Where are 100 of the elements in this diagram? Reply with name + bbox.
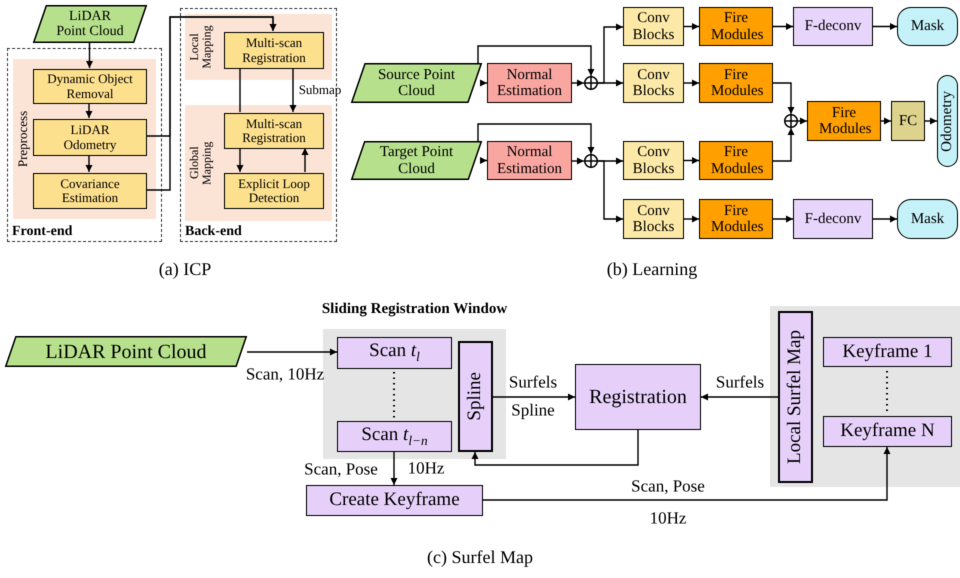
output-terminal — [937, 75, 958, 167]
dashed-group-frame — [7, 48, 162, 242]
process-box — [224, 173, 324, 209]
group-heading: Front-end — [12, 224, 72, 239]
node-label: LiDAR Point Cloud — [45, 340, 207, 362]
arrow — [701, 394, 778, 400]
process-box — [699, 63, 773, 103]
arrow — [390, 452, 398, 485]
group-band — [185, 105, 332, 221]
node-label: F-deconv — [804, 210, 862, 228]
process-box — [793, 7, 873, 46]
process-box — [778, 311, 813, 483]
node-label: Source Point Cloud — [376, 66, 456, 100]
node-label: Registration — [589, 386, 687, 408]
arrow — [881, 118, 891, 124]
group-band — [13, 59, 156, 219]
arrow — [480, 157, 487, 164]
arrow — [86, 43, 93, 68]
arrow — [773, 216, 793, 222]
node-label: Scan t$_{l−n}$ — [361, 424, 428, 448]
annotation-text: 10Hz — [408, 460, 444, 478]
process-box — [823, 337, 952, 367]
arrow — [477, 123, 594, 154]
node-label: Mask — [910, 18, 944, 35]
node-label: Normal Estimation — [496, 66, 563, 100]
process-box — [699, 199, 773, 239]
process-box — [699, 7, 773, 46]
edge-label: Scan, Pose — [304, 460, 378, 480]
group-panel — [770, 306, 960, 487]
process-box — [623, 7, 684, 46]
arrow — [684, 216, 699, 222]
group-label: Global Mapping — [188, 140, 214, 187]
subfigure-caption: (b) Learning — [606, 260, 698, 280]
process-box — [623, 141, 684, 180]
arrow — [302, 148, 308, 172]
arrow — [480, 80, 487, 86]
node-label: Create Keyframe — [329, 490, 460, 511]
arrow — [684, 80, 699, 86]
input-parallelogram — [351, 63, 482, 103]
output-terminal — [897, 199, 958, 239]
group-band — [185, 14, 332, 80]
node-label: Odometry — [939, 90, 956, 152]
node-label: Spline — [465, 372, 486, 421]
sum-junction — [584, 76, 598, 90]
process-box — [224, 32, 324, 69]
node-label: Multi-scan Registration — [241, 36, 307, 65]
node-label: Local Surfel Map — [785, 330, 806, 464]
node-label: FC — [898, 112, 918, 130]
process-box — [891, 101, 925, 141]
node-label: Keyframe 1 — [842, 342, 933, 362]
arrow — [236, 148, 244, 172]
subfigure-caption: (c) Surfel Map — [427, 548, 533, 568]
process-box — [623, 63, 684, 103]
arrow — [483, 447, 890, 501]
process-box — [575, 364, 701, 430]
edge-label: Scan, Pose — [631, 478, 705, 496]
process-box — [699, 141, 773, 180]
arrow — [146, 16, 276, 191]
connector-line — [239, 68, 241, 112]
arrow — [572, 80, 584, 86]
arrow — [86, 103, 92, 118]
arrow — [86, 155, 92, 172]
arrow — [925, 118, 937, 124]
annotation-text: 10Hz — [650, 510, 686, 528]
node-label: Target Point Cloud — [378, 144, 454, 177]
node-label: Fire Modules — [711, 202, 761, 236]
arrow — [773, 23, 793, 30]
node-label: Conv Blocks — [632, 144, 676, 177]
process-box — [33, 69, 147, 104]
arrow — [247, 348, 337, 356]
output-terminal — [897, 7, 958, 46]
process-box — [807, 101, 881, 141]
node-label: Conv Blocks — [632, 202, 676, 236]
sum-junction — [584, 154, 598, 168]
process-box — [487, 63, 572, 103]
node-label: Fire Modules — [711, 10, 761, 43]
subfigure-caption: (a) ICP — [158, 260, 212, 280]
process-box — [33, 119, 147, 156]
arrow — [773, 128, 794, 162]
node-label: Multi-scan Registration — [241, 116, 307, 146]
arrow — [684, 157, 699, 164]
input-parallelogram — [351, 141, 482, 180]
arrow — [773, 82, 794, 114]
node-label: Conv Blocks — [632, 66, 676, 100]
arrow — [472, 430, 639, 466]
node-label: Scan t$_{l}$ — [369, 341, 420, 365]
process-box — [337, 337, 452, 369]
process-box — [823, 416, 952, 447]
node-label: Keyframe N — [840, 421, 935, 442]
edge-label: Scan, 10Hz — [246, 366, 324, 384]
node-label: Normal Estimation — [496, 144, 563, 177]
process-box — [793, 199, 873, 239]
node-label: Conv Blocks — [632, 10, 676, 43]
annotation-text: Spline — [511, 402, 555, 420]
edge-label: Surfels — [508, 374, 558, 392]
arrow — [598, 160, 623, 222]
group-heading: Sliding Registration Window — [322, 301, 508, 318]
edge-label: Submap — [298, 82, 342, 98]
arrow — [873, 216, 897, 222]
node-label: Explicit Loop Detection — [237, 176, 311, 206]
